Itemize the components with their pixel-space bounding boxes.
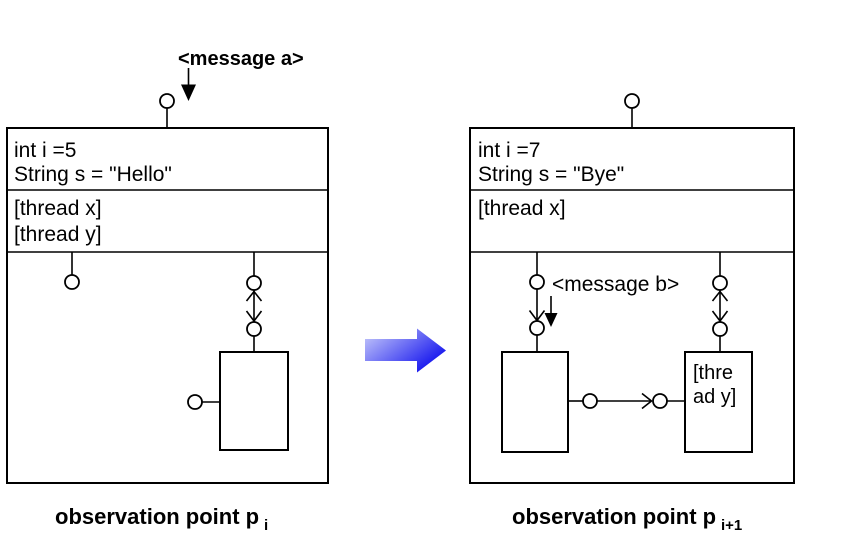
- message-b-label: <message b>: [552, 273, 679, 296]
- right-top-port-circle-icon: [624, 93, 640, 109]
- right-right-chain-bottom-circle-icon: [712, 321, 728, 337]
- left-chain-up-arrowhead-icon: [245, 290, 263, 302]
- left-top-port-circle-icon: [159, 93, 175, 109]
- right-inner-left-object-rect: [501, 351, 569, 453]
- left-chain-top-circle-icon: [246, 275, 262, 291]
- right-caption: observation point p: [512, 504, 716, 529]
- left-caption-subscript: i: [264, 517, 268, 534]
- connector-right-arrowhead-icon: [641, 392, 653, 410]
- thread-y-box-label-line1: [thre: [693, 362, 733, 384]
- left-thread-y-label: [thread y]: [14, 223, 102, 246]
- left-inner-object-rect: [219, 351, 289, 451]
- connector-right-circle-icon: [652, 393, 668, 409]
- right-caption-subscript: i+1: [721, 517, 742, 534]
- message-a-label: <message a>: [178, 48, 304, 70]
- left-attribute-int: int i =5: [14, 139, 76, 162]
- left-caption: observation point p: [55, 504, 259, 529]
- right-inner-thread-y-rect: [684, 351, 753, 453]
- left-inner-port-circle-icon: [64, 274, 80, 290]
- right-left-chain-bottom-circle-icon: [529, 320, 545, 336]
- right-thread-x-label: [thread x]: [478, 197, 566, 220]
- right-right-chain-up-arrowhead-icon: [711, 290, 729, 302]
- right-attribute-string: String s = "Bye": [478, 163, 624, 186]
- right-right-chain-top-circle-icon: [712, 275, 728, 291]
- left-inner-object-side-circle-icon: [187, 394, 203, 410]
- left-thread-x-label: [thread x]: [14, 197, 102, 220]
- thread-y-box-label-line2: ad y]: [693, 386, 736, 408]
- left-chain-down-arrowhead-icon: [245, 310, 263, 323]
- left-attribute-string: String s = "Hello": [14, 163, 172, 186]
- message-a-arrowhead-icon: [181, 84, 196, 101]
- left-chain-bottom-circle-icon: [246, 321, 262, 337]
- right-observation-diagram: int i =7 String s = "Bye" [thread x] <me…: [469, 93, 795, 534]
- connector-left-circle-icon: [582, 393, 598, 409]
- right-left-chain-top-circle-icon: [529, 274, 545, 290]
- right-attribute-int: int i =7: [478, 139, 540, 162]
- message-b-arrowhead-icon: [544, 313, 558, 327]
- left-observation-diagram: <message a> int i =5 String s = "Hello" …: [6, 48, 329, 534]
- transition-arrow-icon: [365, 328, 446, 373]
- right-right-chain-down-arrowhead-icon: [711, 310, 729, 323]
